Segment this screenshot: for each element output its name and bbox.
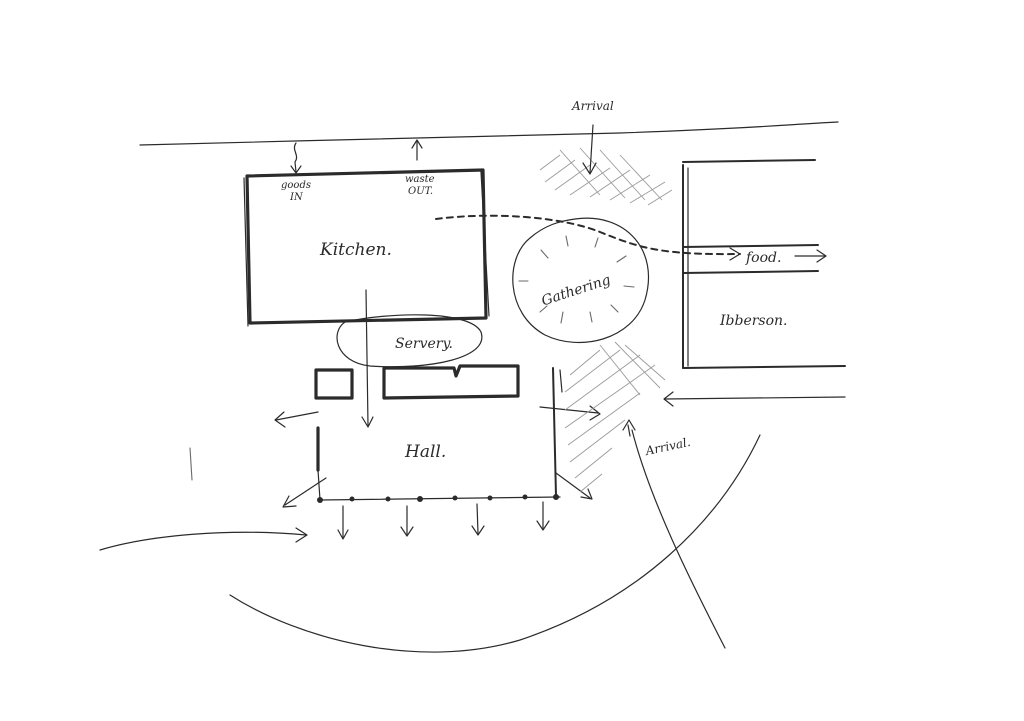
svg-text:OUT.: OUT. xyxy=(408,186,433,197)
arrival-hatch-lower xyxy=(564,341,666,493)
arrival-arrow-top xyxy=(589,124,594,174)
kitchen-label: Kitchen. xyxy=(319,240,392,260)
svg-text:waste: waste xyxy=(405,174,435,185)
arrival-right-label: Arrival. xyxy=(643,435,691,458)
servery-area: Servery. xyxy=(336,314,483,368)
gathering-space: Gathering xyxy=(512,217,650,343)
kitchen-hall-flow xyxy=(365,289,369,426)
hall-exit-arrow-left xyxy=(275,411,319,421)
food-label: food. xyxy=(745,250,781,266)
arrival-arrow-lower xyxy=(627,424,631,437)
arrival-hatch-top xyxy=(539,147,673,206)
gathering-label: Gathering xyxy=(540,272,613,309)
hall-spill-arrows xyxy=(337,501,550,540)
servery-label: Servery. xyxy=(395,336,453,352)
arrival-top-label: Arrival xyxy=(571,99,614,113)
hall-exit-arrow-right xyxy=(539,406,599,414)
goods-in-note: goods IN xyxy=(281,142,311,203)
ibberson-label: Ibberson. xyxy=(719,313,788,329)
arrival-arrow-right xyxy=(664,396,846,400)
hall-servery-counter xyxy=(382,364,520,400)
sketch-line-left xyxy=(189,447,193,481)
hall-block: Hall. xyxy=(316,367,563,503)
hall-label: Hall. xyxy=(404,442,446,462)
hall-exit-arrow-lower-right xyxy=(555,472,591,499)
svg-text:IN: IN xyxy=(289,192,304,203)
boundary-line xyxy=(139,121,839,146)
hall-store-box xyxy=(314,368,354,400)
ibberson-block: Ibberson. xyxy=(682,159,846,369)
sketch-curve-long xyxy=(229,434,761,653)
waste-out-note: waste OUT. xyxy=(405,139,435,197)
approach-arrow-left xyxy=(99,531,307,551)
svg-text:goods: goods xyxy=(281,180,311,191)
kitchen-block: Kitchen. xyxy=(243,168,490,327)
food-route xyxy=(435,214,741,256)
hall-exit-arrow-lower-left xyxy=(284,477,327,506)
sketch-curve-short xyxy=(631,429,726,649)
